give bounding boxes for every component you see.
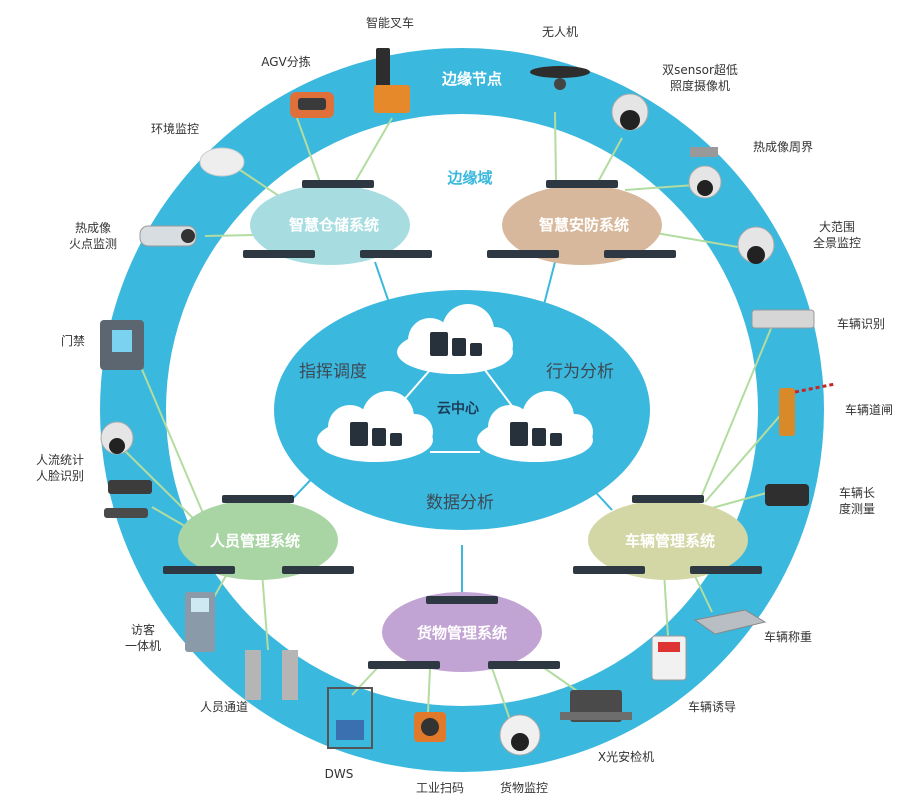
device-panorama[interactable] xyxy=(737,226,775,264)
label-panorama-1: 大范围 xyxy=(819,220,855,234)
label-visitor-2: 一体机 xyxy=(125,639,161,653)
device-length-measure[interactable] xyxy=(765,484,809,506)
system-personnel-label: 人员管理系统 xyxy=(210,532,300,550)
device-thermal-fire[interactable] xyxy=(139,225,197,247)
weighbridge-icon xyxy=(693,609,767,635)
label-guidance: 车辆诱导 xyxy=(688,699,736,714)
system-security-label: 智慧安防系统 xyxy=(539,216,629,234)
device-links xyxy=(121,111,786,721)
label-face-count-2: 人脸识别 xyxy=(36,469,84,483)
label-xray: X光安检机 xyxy=(598,749,654,764)
cloud-function-data: 数据分析 xyxy=(426,493,494,513)
label-forklift: 智能叉车 xyxy=(366,15,414,30)
label-thermal-fire-1: 热成像 xyxy=(75,221,111,235)
turnstile-icon xyxy=(245,650,261,700)
system-warehouse[interactable]: 智慧仓储系统 xyxy=(243,180,432,265)
label-agv: AGV分拣 xyxy=(261,54,311,69)
forklift-icon xyxy=(376,48,390,93)
label-length-measure-1: 车辆长 xyxy=(839,485,875,500)
device-drone[interactable] xyxy=(530,66,590,90)
device-passage[interactable] xyxy=(245,650,298,700)
device-forklift[interactable] xyxy=(374,48,410,113)
label-passage: 人员通道 xyxy=(200,700,248,714)
device-dws[interactable] xyxy=(327,687,373,749)
device-barrier[interactable] xyxy=(779,382,836,436)
label-plate-recog: 车辆识别 xyxy=(837,316,885,331)
label-dws: DWS xyxy=(325,767,354,781)
barrier-gate-icon xyxy=(779,388,795,436)
edge-node-label: 边缘节点 xyxy=(441,70,502,88)
device-weighing[interactable] xyxy=(693,609,767,635)
label-visitor-1: 访客 xyxy=(131,622,155,637)
system-personnel[interactable]: 人员管理系统 xyxy=(163,495,354,580)
label-panorama-2: 全景监控 xyxy=(813,235,861,250)
cloud-center-label: 云中心 xyxy=(437,400,479,417)
label-thermal-perimeter: 热成像周界 xyxy=(753,140,813,154)
device-plate-recog[interactable] xyxy=(751,309,815,329)
device-guidance[interactable] xyxy=(651,635,687,681)
device-access[interactable] xyxy=(100,320,144,370)
edge-domain-label: 边缘域 xyxy=(446,169,492,187)
system-security[interactable]: 智慧安防系统 xyxy=(487,180,676,265)
label-drone: 无人机 xyxy=(542,25,578,39)
label-env-monitor: 环境监控 xyxy=(151,121,199,136)
system-cargo-label: 货物管理系统 xyxy=(417,624,507,642)
central-cloud: 云中心 指挥调度 行为分析 数据分析 xyxy=(274,290,650,530)
label-face-count-1: 人流统计 xyxy=(36,453,84,467)
cloud-function-behavior: 行为分析 xyxy=(546,362,614,382)
device-face-count[interactable] xyxy=(100,421,152,518)
label-thermal-fire-2: 火点监测 xyxy=(69,237,117,251)
device-agv[interactable] xyxy=(290,92,334,118)
device-sensor-camera[interactable] xyxy=(611,93,649,131)
system-vehicle-label: 车辆管理系统 xyxy=(625,532,715,550)
system-vehicle[interactable]: 车辆管理系统 xyxy=(573,495,762,580)
system-warehouse-label: 智慧仓储系统 xyxy=(289,216,379,234)
smoke-detector-icon xyxy=(199,147,245,177)
plate-camera-icon xyxy=(751,309,815,329)
system-cargo[interactable]: 货物管理系统 xyxy=(368,592,560,672)
label-barrier: 车辆道闸 xyxy=(845,402,893,417)
label-cargo-monitor: 货物监控 xyxy=(500,780,548,795)
lidar-icon xyxy=(765,484,809,506)
label-sensor-camera-2: 照度摄像机 xyxy=(670,78,730,93)
drone-icon xyxy=(530,66,590,78)
device-xray[interactable] xyxy=(560,690,632,722)
dws-frame-icon xyxy=(327,687,373,749)
device-scanner[interactable] xyxy=(414,712,446,742)
device-cargo-monitor[interactable] xyxy=(499,714,541,756)
label-scanner: 工业扫码 xyxy=(416,781,464,795)
label-length-measure-2: 度测量 xyxy=(839,501,875,516)
device-env-monitor[interactable] xyxy=(199,147,245,177)
bullet-camera-icon xyxy=(139,225,197,247)
label-access: 门禁 xyxy=(61,333,85,348)
label-weighing: 车辆称重 xyxy=(764,629,812,644)
device-thermal-perimeter[interactable] xyxy=(688,147,722,199)
label-sensor-camera-1: 双sensor超低 xyxy=(662,62,738,77)
device-visitor[interactable] xyxy=(185,592,215,652)
cloud-function-dispatch: 指挥调度 xyxy=(299,362,367,382)
ptz-thermal-icon xyxy=(690,147,718,157)
